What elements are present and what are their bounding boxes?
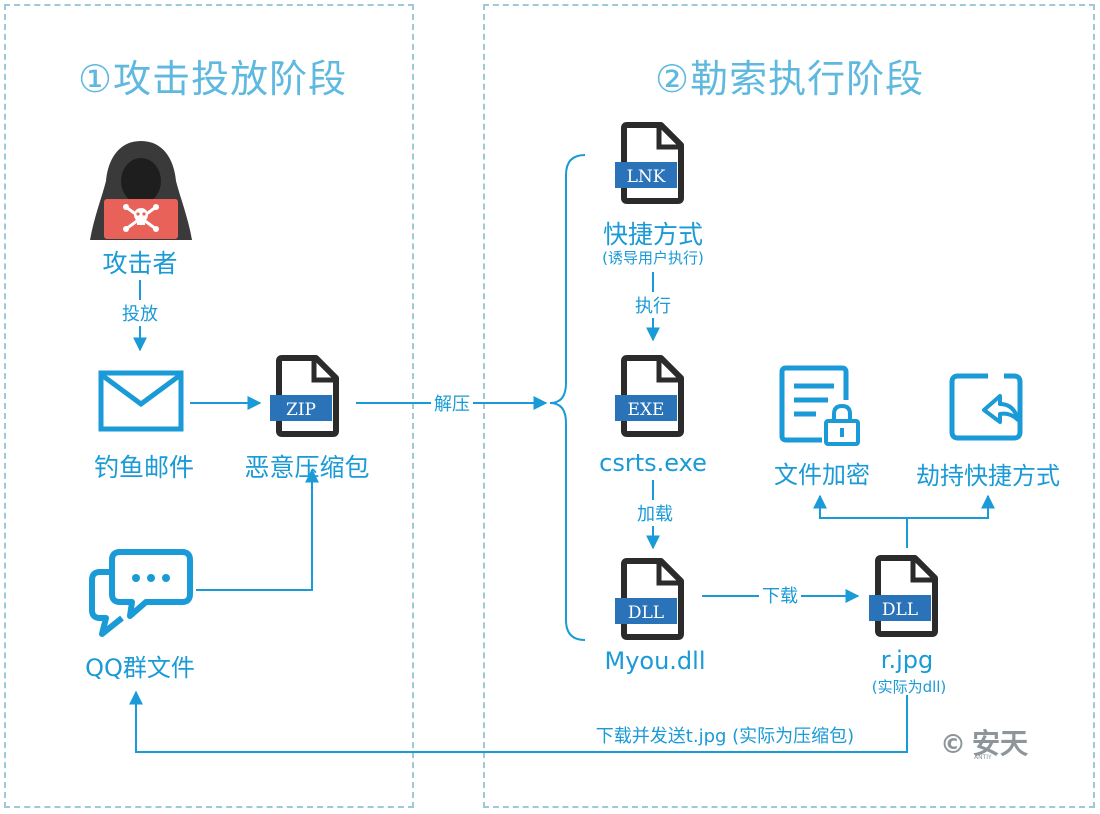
edge-rjpg-hijack	[907, 494, 995, 519]
phase2-panel	[483, 4, 1095, 808]
edge-rjpg-split	[813, 494, 908, 548]
edge-label-download-send: 下载并发送t.jpg (实际为压缩包)	[592, 722, 858, 748]
edge-label-execute: 执行	[632, 292, 674, 318]
shortcut-hijack-icon	[949, 373, 1023, 441]
rjpg-label: r.jpg	[880, 646, 934, 674]
chat-bubbles-icon	[89, 549, 193, 637]
file-encrypt-label: 文件加密	[774, 461, 870, 489]
phase1-title: ①攻击投放阶段	[78, 57, 348, 101]
attacker-label: 攻击者	[102, 249, 178, 278]
qq-group-file-label: QQ群文件	[85, 654, 195, 682]
mail-icon	[98, 370, 184, 432]
rjpg-sublabel: (实际为dll)	[871, 678, 947, 696]
dll-file-icon: DLL	[869, 555, 938, 637]
document-lock-icon	[779, 365, 860, 446]
phase2-title: ②勒索执行阶段	[655, 57, 925, 101]
phase1-panel	[4, 4, 414, 808]
malicious-zip-label: 恶意压缩包	[244, 453, 370, 482]
edge-label-unzip: 解压	[431, 390, 473, 416]
dll-file-icon: DLL	[615, 558, 684, 640]
bracket	[549, 154, 586, 641]
edge-return	[129, 690, 908, 753]
brand-name: 安天	[972, 727, 1029, 760]
edge-label-deliver: 投放	[119, 300, 161, 326]
edge-label-load: 加载	[634, 500, 676, 526]
edge-label-download: 下载	[759, 582, 801, 608]
phishing-mail-label: 钓鱼邮件	[93, 453, 195, 482]
copyright-symbol: ©	[940, 730, 966, 760]
lnk-file-icon: LNK	[615, 122, 684, 204]
lnk-tag: LNK	[627, 167, 666, 187]
brand-small: ANTIY	[974, 754, 992, 761]
exe-tag: EXE	[628, 400, 665, 420]
hijack-shortcut-label: 劫持快捷方式	[916, 462, 1060, 490]
exe-file-icon: EXE	[615, 355, 684, 437]
shortcut-sublabel: (诱导用户执行)	[602, 249, 704, 267]
rjpg-dll-tag: DLL	[882, 600, 918, 620]
myou-dll-label: Myou.dll	[604, 647, 706, 675]
edge-qq-zip	[196, 468, 319, 591]
csrts-label: csrts.exe	[599, 449, 707, 477]
antiy-logo: ©安天 ANTIY	[940, 722, 1028, 762]
shortcut-label: 快捷方式	[602, 220, 704, 249]
hacker-icon	[90, 141, 192, 240]
zip-file-icon: ZIP	[270, 355, 339, 437]
zip-tag: ZIP	[286, 400, 316, 420]
myou-dll-tag: DLL	[628, 603, 664, 623]
